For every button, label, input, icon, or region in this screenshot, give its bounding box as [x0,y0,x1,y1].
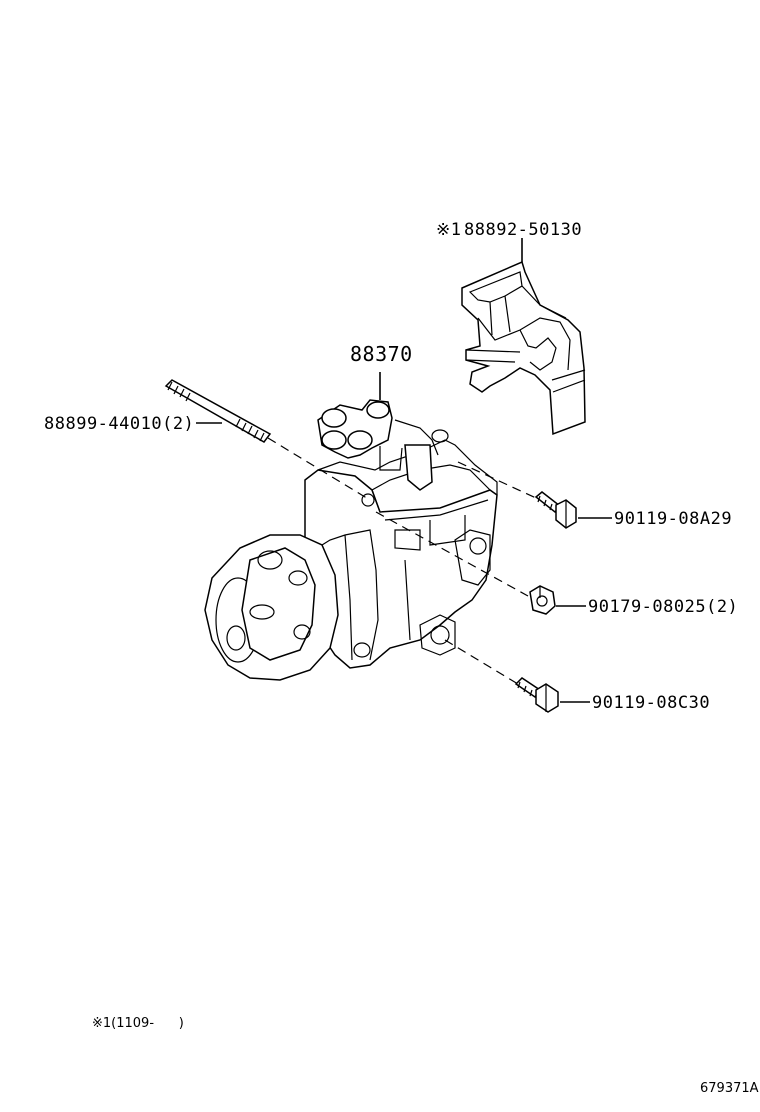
bracket-icon[interactable] [461,260,586,436]
bolt-lower-part-number[interactable]: 90119-08C30 [592,693,710,713]
bolt-icon[interactable] [514,677,559,713]
compressor-part-number[interactable]: 88370 [350,342,413,366]
footnote: ※1(1109- ) [92,1016,184,1031]
stud-part-number[interactable]: 88899-44010(2) [44,414,194,434]
nut-part-number[interactable]: 90179-08025(2) [588,597,738,617]
compressor-icon[interactable] [204,399,498,681]
bracket-part-number[interactable]: 88892-50130 [464,220,582,240]
illustration-id: 679371A [700,1081,759,1096]
nut-icon[interactable] [529,585,556,615]
bolt-icon[interactable] [534,491,577,529]
stud-bolt-icon[interactable] [164,379,272,443]
bolt-upper-part-number[interactable]: 90119-08A29 [614,509,732,529]
bracket-part-marker: ※1 [436,220,461,240]
